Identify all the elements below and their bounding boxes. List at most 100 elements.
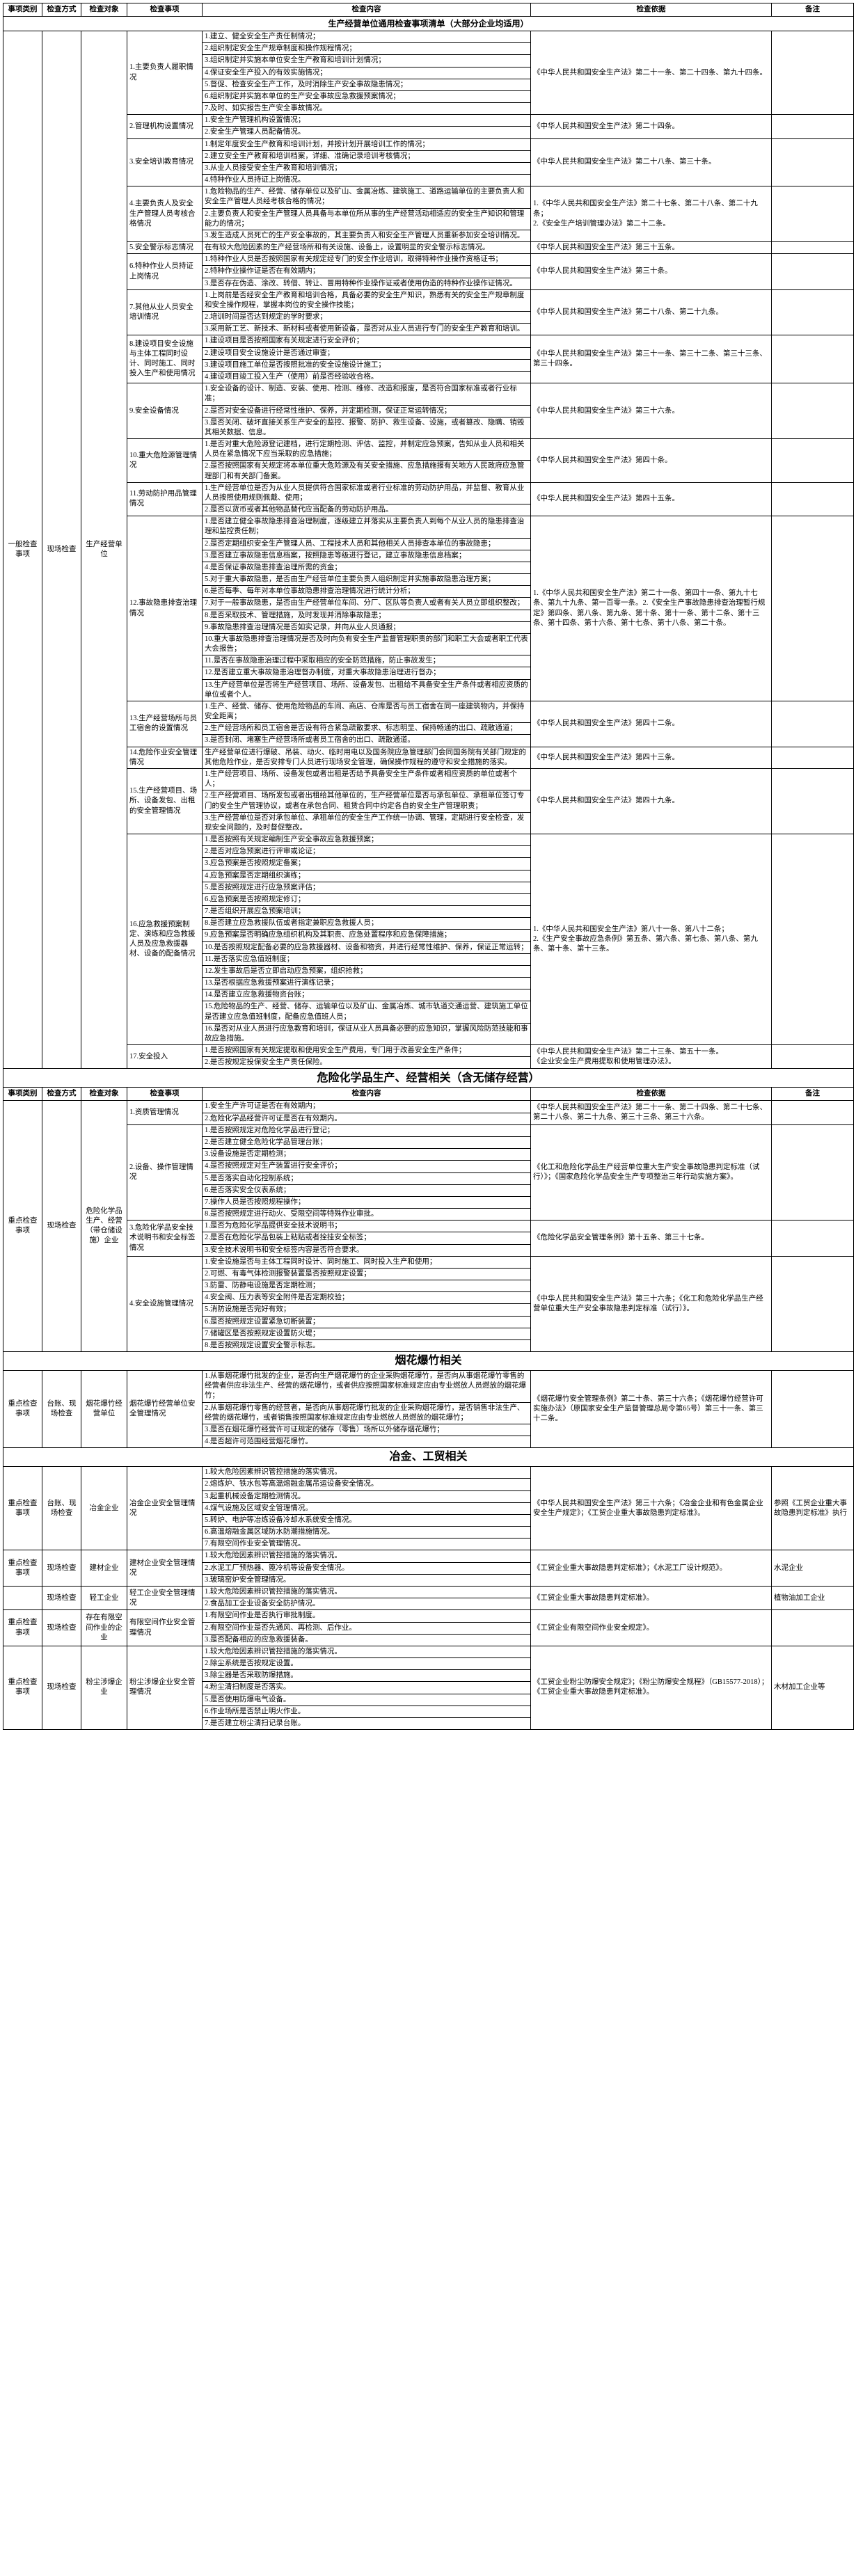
check-item: 9.应急预案是否明确应急组织机构及其职责、应急处置程序和应急保障措施； [203,930,530,942]
check-item: 4.是否超许可范围经营烟花爆竹。 [205,1438,312,1446]
basis-cell: 《中华人民共和国安全生产法》第二十一条、第二十四条、第九十四条。 [530,30,772,116]
subject-cell: 14.危险作业安全管理情况 [127,746,203,770]
check-item: 2.建立安全生产教育和培训档案，详细、准确记录培训考核情况； [203,151,530,163]
subject-cell: 8.建设项目安全设施与主体工程同时设计、同时施工、同时投入生产和使用情况 [127,335,203,384]
basis-cell: 1.《中华人民共和国安全生产法》第二十一条、第四十一条、第九十七条、第九十九条、… [530,516,772,701]
items-cell: 1.有限空间作业是否执行审批制度。2.有限空间作业是否先通风、再检测、后作业。3… [202,1609,531,1646]
note-cell [771,1044,854,1070]
basis-cell: 1.《中华人民共和国安全生产法》第八十一条、第八十二条；2.《生产安全事故应急条… [530,834,772,1046]
column-header: 检查对象 [81,3,127,17]
check-item: 8.是否按照规定进行动火、受限空间等特殊作业审批。 [205,1210,379,1218]
subject-cell: 3.危险化学品安全技术说明书和安全标签情况 [127,1220,203,1257]
check-item: 2.水泥工厂预热器、篦冷机等设备安全情况。 [203,1563,530,1575]
check-item: 1.危险物品的生产、经营、储存单位以及矿山、金属冶炼、建筑施工、道路运输单位的主… [203,186,530,209]
column-header: 检查事项 [127,1087,203,1102]
note-cell [771,700,854,747]
check-item: 1.是否建立健全事故隐患排查治理制度，逐级建立并落实从主要负责人到每个从业人员的… [203,516,530,539]
check-item: 3.是否在烟花爆竹经营许可证规定的储存（零售）场所以外储存烟花爆竹； [203,1424,530,1437]
note-cell [771,289,854,336]
check-item: 14.是否建立应急救援物资台账； [203,989,530,1002]
check-item: 5.消防设施是否完好有效； [203,1304,530,1317]
subject-cell: 12.事故隐患排查治理情况 [127,516,203,701]
check-item: 4.粉尘清扫制度是否落实。 [203,1682,530,1694]
check-item: 2.除尘系统是否按规定设置。 [203,1658,530,1671]
note-cell [771,1220,854,1257]
subject-cell: 10.重大危险源管理情况 [127,438,203,483]
check-item: 15.危险物品的生产、经营、储存、运输单位以及矿山、金属冶炼、城市轨道交通运营、… [203,1001,530,1024]
check-item: 2.有限空间作业是否先通风、再检测、后作业。 [203,1623,530,1635]
column-header: 事项类别 [3,3,42,17]
check-item: 11.是否落实应急值班制度； [203,954,530,966]
check-item: 2.是否按规定投保安全生产责任保险。 [205,1058,327,1067]
subject-cell: 冶金企业安全管理情况 [127,1466,203,1551]
check-item: 6.高温熔融金属区域防水防潮措施情况。 [203,1527,530,1539]
note-cell [771,746,854,770]
items-cell: 1.从事烟花爆竹批发的企业，是否向生产烟花爆竹的企业采购烟花爆竹，是否向从事烟花… [202,1370,531,1449]
items-cell: 1.安全生产管理机构设置情况；2.安全生产管理人员配备情况。 [202,114,531,139]
method-cell: 台账、现场检查 [42,1370,81,1449]
check-item: 5.是否按照规定进行应急预案评估； [203,882,530,894]
note-cell [771,482,854,517]
items-cell: 1.安全生产许可证是否在有效期内；2.危险化学品经营许可证是否在有效期内。 [202,1100,531,1125]
check-item: 2.特种作业操作证是否在有效期内； [203,266,530,278]
check-item: 2.建设项目安全设施设计是否通过审查； [203,348,530,360]
basis-cell: 《工贸企业重大事故隐患判定标准》；《水泥工厂设计规范》。 [530,1550,772,1587]
object-cell: 生产经营单位 [81,30,127,1070]
check-item: 4.是否按照规定对生产装置进行安全评价； [203,1161,530,1173]
check-item: 在有较大危险因素的生产经营场所和有关设施、设备上，设置明显的安全警示标志情况。 [205,244,490,252]
items-cell: 1.是否按照国家有关规定提取和使用安全生产费用，专门用于改善安全生产条件；2.是… [202,1044,531,1070]
basis-cell: 《中华人民共和国安全生产法》第二十三条、第五十一条。《企业安全生产费用提取和使用… [530,1044,772,1070]
check-item: 2.从事烟花爆竹零售的经营者，是否向从事烟花爆竹批发的企业采购烟花爆竹，是否销售… [203,1403,530,1424]
basis-cell: 《烟花爆竹安全管理条例》第二十条、第三十六条；《烟花爆竹经营许可实施办法》（原国… [530,1370,772,1449]
section-title: 冶金、工贸相关 [3,1447,854,1468]
check-item: 2.可燃、有毒气体检测报警装置是否按照规定设置； [203,1269,530,1281]
header-row: 事项类别检查方式检查对象检查事项检查内容检查依据备注 [3,1087,854,1102]
inspection-checklist-table: 事项类别检查方式检查对象检查事项检查内容检查依据备注生产经营单位通用检查事项清单… [3,3,854,1731]
check-item: 2.是否对应急预案进行评审或论证； [203,846,530,859]
items-cell: 1.上岗前是否经安全生产教育和培训合格，具备必要的安全生产知识，熟悉有关的安全生… [202,289,531,336]
check-item: 2.食品加工企业设备安全防护情况。 [205,1600,320,1608]
items-cell: 1.安全设施是否与主体工程同时设计、同时施工、同时投入生产和使用；2.可燃、有毒… [202,1255,531,1353]
items-cell: 1.较大危险因素辨识管控措施的落实情况。2.食品加工企业设备安全防护情况。 [202,1585,531,1611]
check-item: 1.是否为危险化学品提供安全技术说明书； [203,1221,530,1233]
check-item: 3.组织制定并实施本单位安全生产教育和培训计划情况； [203,55,530,67]
check-item: 3.除尘器是否采取防爆措施。 [203,1670,530,1683]
subject-cell: 15.生产经营项目、场所、设备发包、出租的安全管理情况 [127,768,203,835]
check-item: 2.是否定期组织安全生产管理人员、工程技术人员和其他相关人员排查本单位的事故隐患… [203,539,530,550]
check-item: 1.上岗前是否经安全生产教育和培训合格，具备必要的安全生产知识，熟悉有关的安全生… [203,290,530,312]
note-cell [771,1370,854,1449]
basis-cell: 《中华人民共和国安全生产法》第二十八条、第二十九条。 [530,289,772,336]
subject-cell: 5.安全警示标志情况 [127,241,203,255]
category-cell: 重点检查事项 [3,1645,42,1731]
basis-cell: 《危险化学品安全管理条例》第十五条、第三十七条。 [530,1220,772,1257]
items-cell: 1.是否按照有关规定编制生产安全事故应急救援预案；2.是否对应急预案进行评审或论… [202,834,531,1046]
check-item: 3.是否存在伪造、涂改、转借、转让、冒用特种作业操作证或者使用伪造的特种作业操作… [205,279,517,287]
check-item: 3.是否建立事故隐患信息档案，按照隐患等级进行登记，建立事故隐患信息档案； [203,550,530,562]
basis-cell: 《化工和危险化学品生产经营单位重大生产安全事故隐患判定标准（试行）》；《国家危险… [530,1124,772,1221]
basis-cell: 《中华人民共和国安全生产法》第三十六条；《化工和危险化学品生产经营单位重大生产安… [530,1255,772,1353]
check-item: 1.生产、经营、储存、使用危险物品的车间、商店、仓库是否与员工宿舍在同一座建筑物… [203,701,530,724]
check-item: 7.储罐区是否按照规定设置防火堤； [203,1328,530,1340]
note-cell [771,138,854,187]
items-cell: 生产经营单位进行爆破、吊装、动火、临时用电以及国务院应急管理部门会同国务院有关部… [202,746,531,770]
section-title-row: 烟花爆竹相关 [3,1351,854,1372]
column-header: 备注 [771,3,854,17]
subject-cell: 有限空间作业安全管理情况 [127,1609,203,1646]
column-header: 检查方式 [42,3,81,17]
check-item: 1.安全设施是否与主体工程同时设计、同时施工、同时投入生产和使用； [203,1257,530,1269]
checklist-body: 事项类别检查方式检查对象检查事项检查内容检查依据备注生产经营单位通用检查事项清单… [3,3,854,1731]
category-cell: 重点检查事项 [3,1609,42,1646]
check-item: 6.是否落实安全仪表系统； [203,1185,530,1197]
note-cell [771,768,854,835]
check-item: 3.是否关闭、破坏直接关系生产安全的监控、报警、防护、救生设备、设施，或者篡改、… [205,418,525,436]
category-cell: 重点检查事项 [3,1466,42,1551]
note-cell [771,383,854,440]
note-cell [771,1255,854,1353]
method-cell: 台账、现场检查 [42,1466,81,1551]
